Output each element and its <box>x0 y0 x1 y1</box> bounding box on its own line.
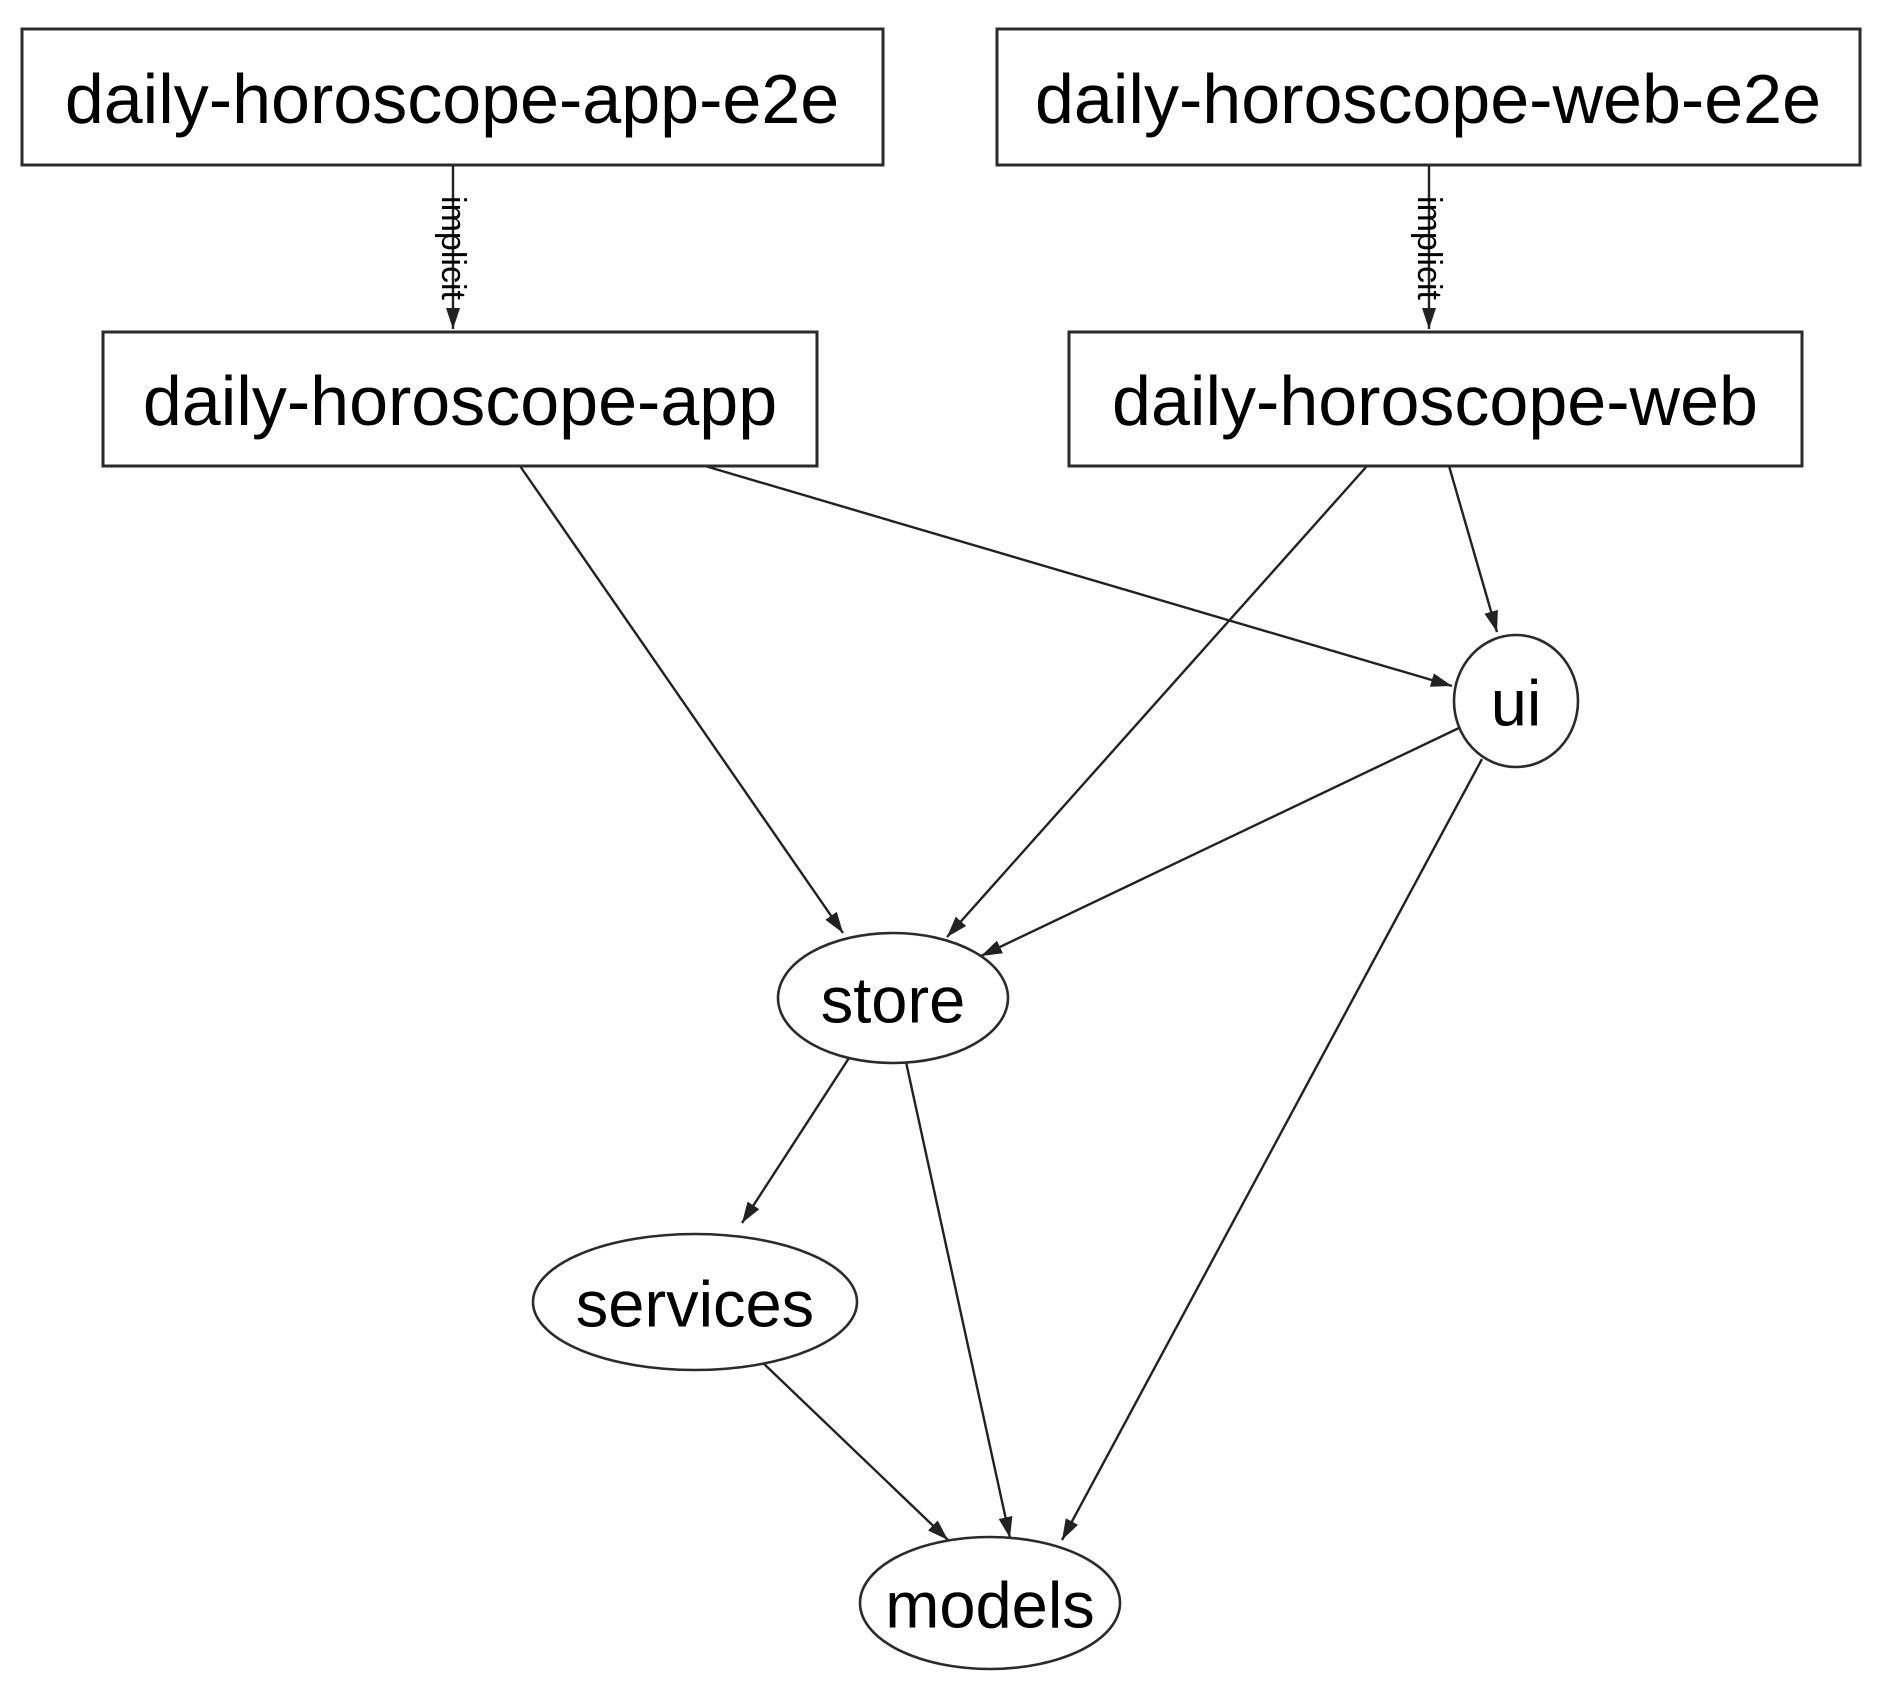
node-box-web-e2e <box>995 27 1862 167</box>
node-ui: ui <box>1452 633 1580 769</box>
node-models: models <box>858 1535 1122 1671</box>
node-label-app-e2e: daily-horoscope-app-e2e <box>65 60 839 138</box>
node-ellipse-models <box>858 1535 1122 1671</box>
node-box-app <box>101 330 819 468</box>
edge-label-implicit-app: implicit <box>434 196 472 300</box>
edge-web-to-store <box>946 465 1368 938</box>
node-daily-horoscope-web: daily-horoscope-web <box>1067 330 1804 468</box>
edges-layer <box>446 165 1499 1541</box>
node-ellipse-store <box>776 931 1010 1065</box>
node-label-web: daily-horoscope-web <box>1112 362 1758 440</box>
node-daily-horoscope-app: daily-horoscope-app <box>101 330 819 468</box>
node-label-services: services <box>576 1268 814 1341</box>
node-ellipse-services <box>531 1232 859 1372</box>
node-label-web-e2e: daily-horoscope-web-e2e <box>1035 60 1821 138</box>
node-daily-horoscope-web-e2e: daily-horoscope-web-e2e <box>995 27 1862 167</box>
edge-store-to-services <box>740 1057 851 1224</box>
node-label-app: daily-horoscope-app <box>143 362 777 440</box>
node-daily-horoscope-app-e2e: daily-horoscope-app-e2e <box>20 27 885 167</box>
node-box-app-e2e <box>20 27 885 167</box>
edge-app-to-store <box>519 465 844 934</box>
edge-app-to-ui <box>704 464 1453 688</box>
edge-label-implicit-web: implicit <box>1410 196 1448 300</box>
node-services: services <box>531 1232 859 1372</box>
edge-services-to-models <box>761 1361 949 1541</box>
edge-ui-to-store <box>980 726 1460 958</box>
node-label-models: models <box>885 1569 1095 1642</box>
node-ellipse-ui <box>1452 633 1580 769</box>
node-label-store: store <box>821 964 966 1037</box>
node-label-ui: ui <box>1491 667 1542 740</box>
edge-ui-to-models <box>1060 758 1484 1541</box>
node-store: store <box>776 931 1010 1065</box>
edge-web-to-ui <box>1447 465 1499 633</box>
edge-store-to-models <box>904 1061 1013 1539</box>
node-box-web <box>1067 330 1804 468</box>
